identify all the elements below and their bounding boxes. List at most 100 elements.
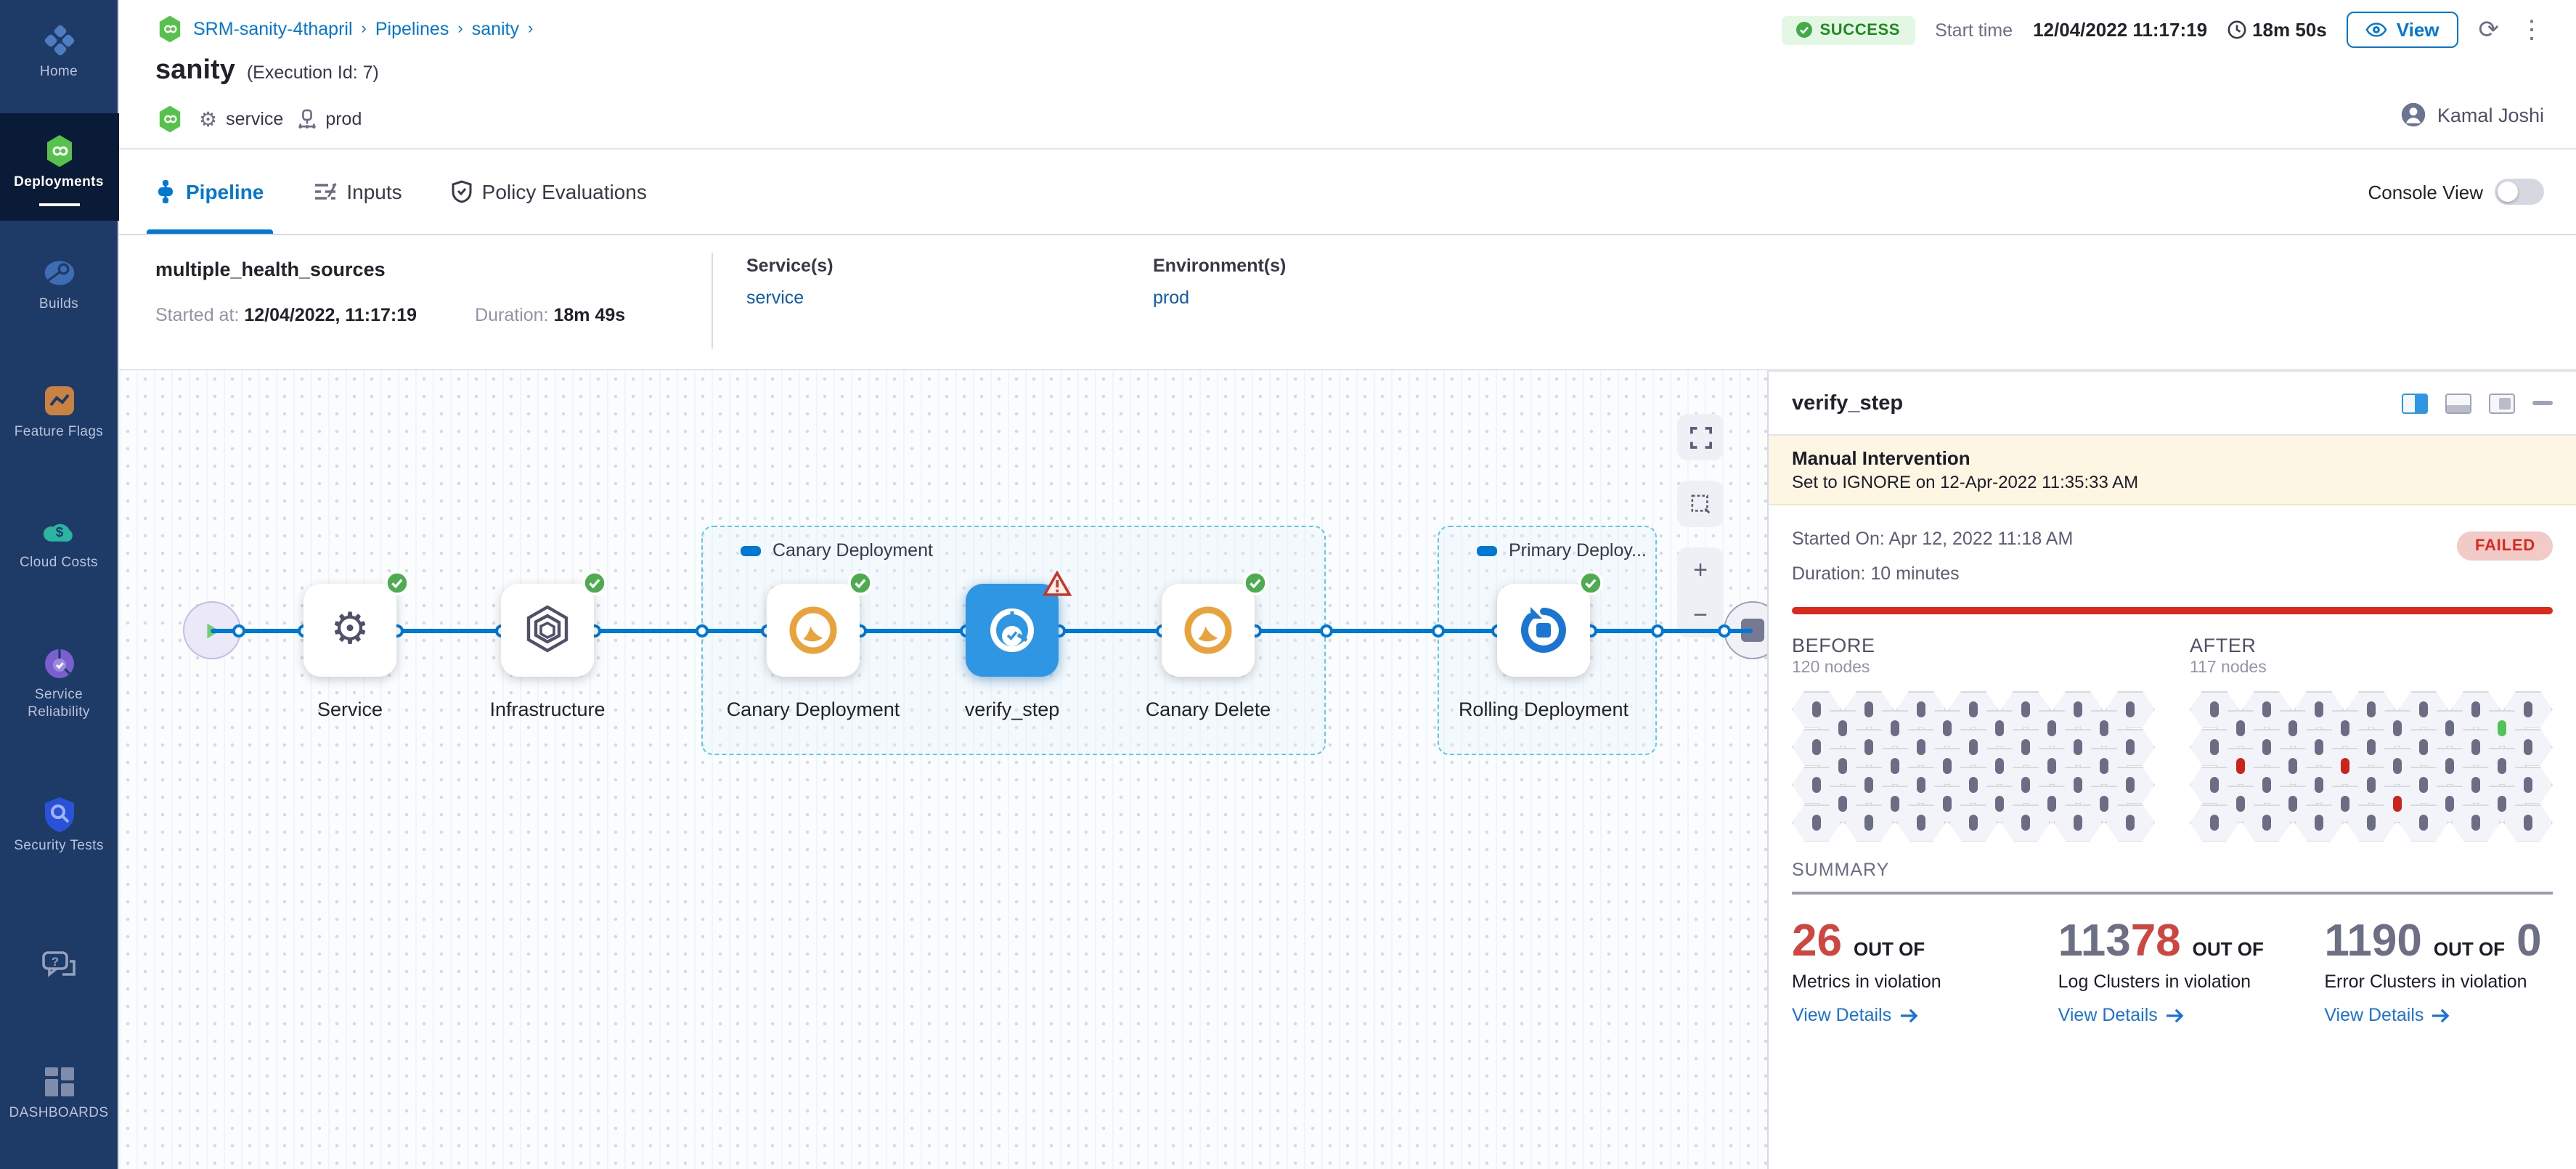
pipeline-node-service[interactable]: ⚙ bbox=[303, 571, 409, 677]
arrow-right-icon bbox=[2431, 1008, 2450, 1024]
sidebar-item-label: Service Reliability bbox=[28, 687, 90, 721]
breadcrumb-link[interactable]: sanity bbox=[471, 19, 519, 39]
execution-info-strip: multiple_health_sources Started at: 12/0… bbox=[119, 235, 2576, 370]
manual-intervention-banner: Manual Intervention Set to IGNORE on 12-… bbox=[1769, 436, 2576, 505]
service-link[interactable]: service bbox=[746, 288, 804, 308]
success-check-icon bbox=[385, 571, 409, 595]
view-button[interactable]: View bbox=[2347, 12, 2458, 48]
minimize-panel-icon[interactable] bbox=[2532, 401, 2553, 405]
floating-view-icon[interactable] bbox=[2489, 393, 2515, 413]
step-details-panel: verify_step Manual Intervention Set to I… bbox=[1767, 370, 2576, 1169]
environment-tag[interactable]: prod bbox=[298, 109, 362, 129]
arrow-right-icon bbox=[2165, 1008, 2184, 1024]
violation-description: Metrics in violation bbox=[1792, 971, 1941, 991]
sidebar-item-security-tests[interactable]: Security Tests bbox=[0, 783, 118, 870]
node-label: Canary Deployment bbox=[726, 698, 900, 720]
service-tag[interactable]: ⚙ service bbox=[199, 107, 284, 130]
sidebar-item-dashboards[interactable]: DASHBOARDS bbox=[0, 1050, 118, 1137]
node-label: Infrastructure bbox=[489, 698, 606, 720]
before-label: BEFORE bbox=[1792, 634, 1875, 656]
collapse-stage-icon[interactable] bbox=[1477, 545, 1497, 555]
sidebar-item-label: Security Tests bbox=[14, 838, 104, 855]
view-details-link[interactable]: View Details bbox=[1792, 1006, 2021, 1026]
sidebar-item-label: Feature Flags bbox=[14, 423, 104, 440]
refresh-icon[interactable]: ⟳ bbox=[2478, 15, 2500, 43]
after-label: AFTER bbox=[2190, 634, 2257, 656]
arrow-right-icon bbox=[1899, 1008, 1917, 1024]
environment-link[interactable]: prod bbox=[1153, 288, 1190, 308]
node-label: verify_step bbox=[964, 698, 1060, 720]
start-time-label: Start time bbox=[1935, 20, 2013, 40]
gear-icon: ⚙ bbox=[199, 107, 218, 130]
user-name: Kamal Joshi bbox=[2437, 104, 2544, 126]
sidebar-item-service-reliability[interactable]: Service Reliability bbox=[0, 632, 118, 737]
pipeline-node-verify_step[interactable] bbox=[966, 571, 1072, 677]
more-options-icon[interactable]: ⋮ bbox=[2519, 15, 2544, 43]
success-check-icon bbox=[582, 571, 607, 595]
sidebar-item-feature-flags[interactable]: Feature Flags bbox=[0, 368, 118, 455]
check-circle-icon bbox=[1796, 22, 1813, 38]
fullscreen-icon bbox=[1690, 426, 1711, 448]
view-details-link[interactable]: View Details bbox=[2058, 1006, 2287, 1026]
split-right-view-icon[interactable] bbox=[2402, 393, 2428, 413]
sidebar-item-deployments[interactable]: Deployments bbox=[0, 113, 118, 221]
pipeline-node-rolling-deployment[interactable] bbox=[1497, 571, 1603, 677]
banner-text: Set to IGNORE on 12-Apr-2022 11:35:33 AM bbox=[1792, 472, 2139, 492]
duration-info-value: 18m 49s bbox=[553, 305, 626, 325]
connector-port bbox=[1432, 624, 1445, 638]
sidebar-item-home[interactable]: Home bbox=[0, 9, 118, 96]
success-check-icon bbox=[848, 571, 873, 595]
pipeline-node-infrastructure[interactable] bbox=[501, 571, 607, 677]
tab-pipeline[interactable]: Pipeline bbox=[147, 150, 272, 234]
service-reliability-icon bbox=[41, 647, 76, 682]
pipeline-tab-icon bbox=[155, 180, 176, 203]
breadcrumb-link[interactable]: Pipelines bbox=[375, 19, 449, 39]
avatar-icon bbox=[2402, 102, 2426, 127]
connector-port bbox=[1718, 624, 1731, 638]
view-details-link[interactable]: View Details bbox=[2324, 1006, 2553, 1026]
split-bottom-view-icon[interactable] bbox=[2445, 393, 2471, 413]
cd-module-icon bbox=[155, 15, 184, 44]
started-at-label: Started at: bbox=[155, 305, 240, 325]
breadcrumb-link[interactable]: SRM-sanity-4thapril bbox=[193, 19, 353, 39]
out-of-label: OUT OF bbox=[2433, 937, 2506, 959]
started-at-value: 12/04/2022, 11:17:19 bbox=[244, 305, 417, 325]
canary-icon bbox=[1182, 604, 1234, 656]
multi-select-button[interactable] bbox=[1677, 481, 1724, 527]
success-check-icon bbox=[1243, 571, 1268, 595]
eye-icon bbox=[2366, 23, 2388, 37]
stage-group-label: Canary Deployment bbox=[773, 540, 933, 561]
duration-value: 18m 50s bbox=[2252, 19, 2327, 41]
fit-to-screen-button[interactable] bbox=[1677, 414, 1724, 460]
console-view-toggle[interactable] bbox=[2495, 179, 2544, 205]
sidebar-item-label: Builds bbox=[38, 296, 79, 312]
tab-inputs[interactable]: Inputs bbox=[313, 150, 402, 234]
zoom-out-button[interactable]: − bbox=[1677, 592, 1724, 638]
zoom-in-button[interactable]: + bbox=[1677, 547, 1724, 592]
sidebar-item-cloud-costs[interactable]: $Cloud Costs bbox=[0, 499, 118, 586]
deployments-icon bbox=[41, 134, 76, 168]
sidebar-item-builds[interactable]: Builds bbox=[0, 241, 118, 328]
violation-count: 11378 bbox=[2058, 914, 2181, 965]
connector-port bbox=[1651, 624, 1664, 638]
inputs-tab-icon bbox=[313, 182, 336, 202]
stage-group-label: Primary Deploy... bbox=[1509, 540, 1647, 561]
sidebar-item-help[interactable]: ? bbox=[0, 934, 118, 998]
tab-policy-evaluations[interactable]: Policy Evaluations bbox=[452, 150, 647, 234]
failed-badge: FAILED bbox=[2457, 531, 2553, 561]
collapse-stage-icon[interactable] bbox=[741, 545, 761, 555]
breadcrumb: SRM-sanity-4thapril›Pipelines›sanity› bbox=[155, 15, 533, 44]
pipeline-name: multiple_health_sources bbox=[155, 258, 386, 280]
services-label: Service(s) bbox=[746, 256, 833, 276]
pipeline-node-canary-deployment[interactable] bbox=[767, 571, 873, 677]
summary-label: SUMMARY bbox=[1792, 859, 1890, 879]
total-count: 0 bbox=[2516, 914, 2542, 965]
violation-description: Log Clusters in violation bbox=[2058, 971, 2251, 991]
chevron-right-icon: › bbox=[457, 20, 463, 38]
after-node-grid bbox=[2190, 691, 2556, 842]
pipeline-node-canary-delete[interactable] bbox=[1162, 571, 1268, 677]
user-menu[interactable]: Kamal Joshi bbox=[2401, 102, 2544, 128]
